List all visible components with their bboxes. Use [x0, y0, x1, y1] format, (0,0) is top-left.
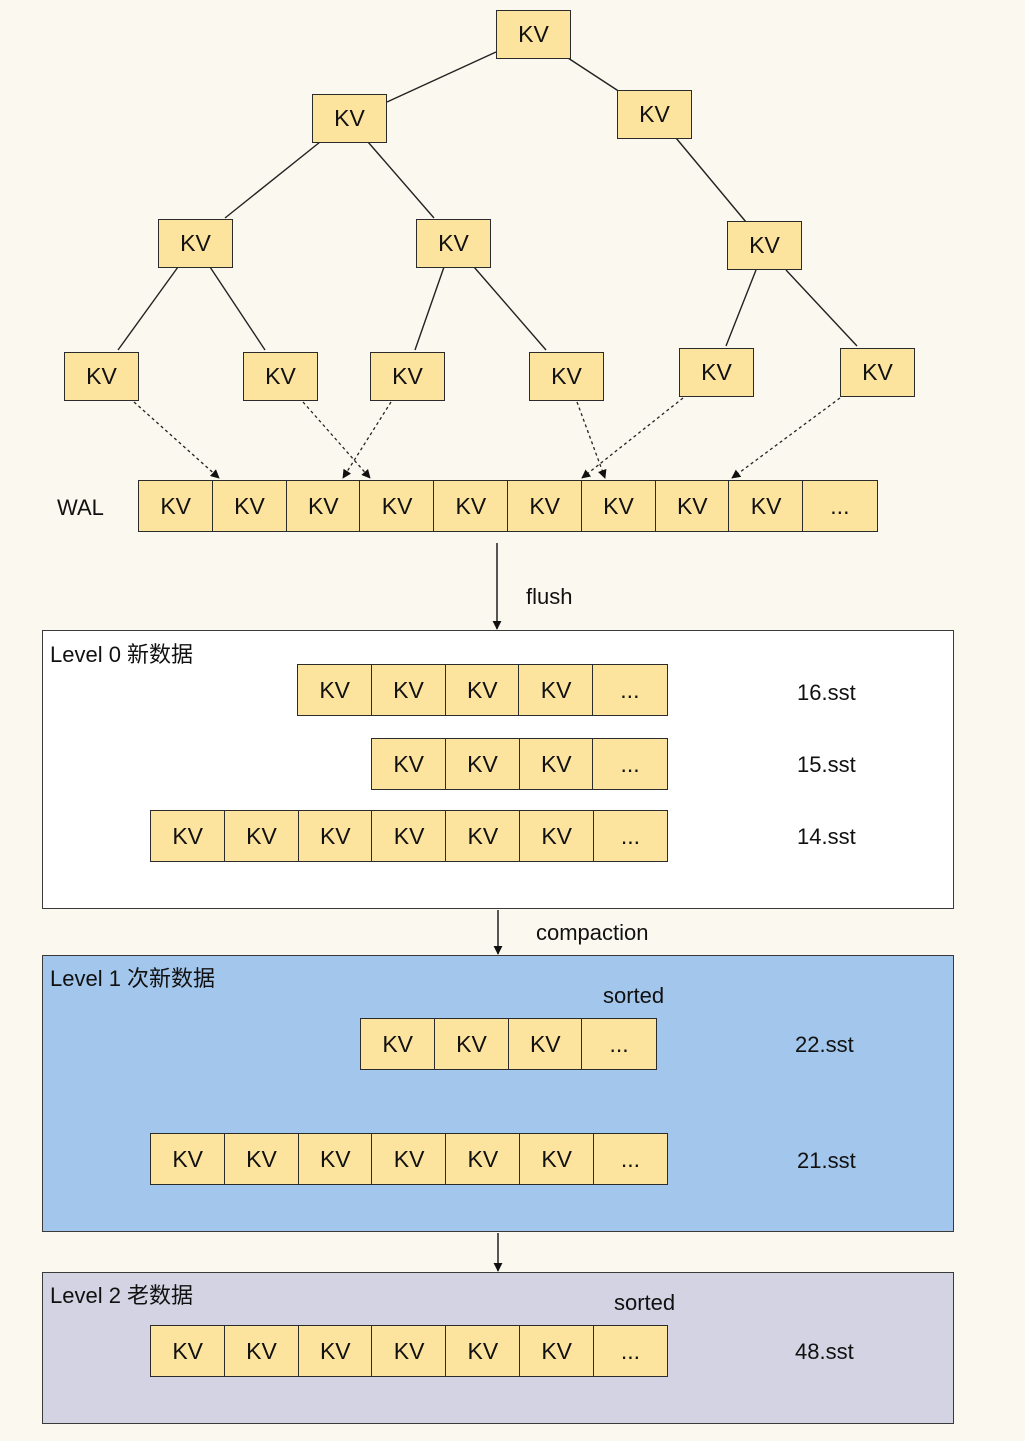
tree-leaf: KV — [529, 352, 604, 401]
sst-file-name: 48.sst — [795, 1339, 854, 1364]
compaction-label: compaction — [536, 920, 649, 945]
sst-cell: ... — [592, 664, 668, 716]
sst-cell: KV — [433, 1018, 510, 1070]
sst-cell: KV — [150, 810, 226, 862]
tree-edge — [209, 266, 266, 351]
wal-cell: KV — [211, 480, 288, 532]
sst-cell: ... — [592, 738, 668, 790]
sst-cell: KV — [360, 1018, 436, 1070]
sst-cell: ... — [581, 1018, 657, 1070]
tree-edge — [473, 266, 547, 351]
sst-cell: KV — [507, 1018, 583, 1070]
level1-panel — [42, 955, 954, 1232]
sst-cell: KV — [223, 1325, 300, 1377]
sst-cell: KV — [297, 664, 373, 716]
level0-title: Level 0 新数据 — [50, 642, 194, 667]
wal-cell: KV — [285, 480, 361, 532]
wal-link-arrow — [581, 397, 684, 479]
tree-edge — [224, 141, 321, 219]
sst-cell: KV — [445, 1325, 521, 1377]
sst-cell: ... — [592, 1325, 669, 1377]
tree-edge — [367, 141, 435, 219]
tree-leaf: KV — [64, 352, 139, 401]
tree-node: KV — [312, 94, 387, 143]
tree-leaf: KV — [370, 352, 445, 401]
sst-cell: KV — [519, 1325, 595, 1377]
tree-edge — [386, 51, 497, 103]
tree-node: KV — [416, 219, 491, 268]
sst-cell: KV — [371, 738, 447, 790]
wal-cell: KV — [433, 480, 509, 532]
sst-cell: KV — [371, 810, 447, 862]
tree-leaf: KV — [243, 352, 318, 401]
sst-cell: KV — [444, 738, 521, 790]
wal-cell: ... — [802, 480, 878, 532]
tree-edge — [414, 266, 445, 351]
sst-file-name: 22.sst — [795, 1032, 854, 1057]
tree-node: KV — [158, 219, 233, 268]
sst-cell: KV — [519, 810, 595, 862]
level1-title: Level 1 次新数据 — [50, 966, 216, 991]
sst-cell: ... — [592, 1133, 669, 1185]
sst-cell: KV — [519, 1133, 595, 1185]
sst-cell: KV — [297, 1133, 373, 1185]
wal-label: WAL — [57, 495, 104, 520]
wal-cell: KV — [507, 480, 583, 532]
sst-cell: KV — [445, 1133, 521, 1185]
sst-file-name: 21.sst — [797, 1148, 856, 1173]
sst-file-name: 16.sst — [797, 680, 856, 705]
tree-node-root: KV — [496, 10, 571, 59]
sst-cell: KV — [445, 810, 521, 862]
sorted-label: sorted — [614, 1290, 676, 1315]
wal-link-arrow — [133, 401, 220, 479]
sst-file-name: 14.sst — [797, 824, 856, 849]
sst-cell: KV — [297, 1325, 373, 1377]
wal-link-arrow — [342, 401, 392, 479]
sst-cell: KV — [297, 810, 373, 862]
sst-cell: KV — [150, 1325, 226, 1377]
sst-cell: KV — [223, 1133, 300, 1185]
sst-cell: KV — [518, 664, 594, 716]
tree-leaf: KV — [840, 348, 915, 397]
tree-edge — [567, 57, 621, 93]
sst-cell: KV — [370, 664, 447, 716]
tree-node: KV — [617, 90, 692, 139]
tree-edge — [725, 269, 757, 347]
sst-cell: KV — [371, 1133, 447, 1185]
wal-link-arrow — [576, 401, 607, 479]
sst-cell: KV — [518, 738, 594, 790]
level2-title: Level 2 老数据 — [50, 1283, 194, 1308]
wal-link-arrow — [302, 401, 371, 479]
tree-leaf: KV — [679, 348, 754, 397]
tree-edge — [785, 269, 858, 347]
tree-edge — [675, 137, 747, 223]
wal-cell: KV — [654, 480, 730, 532]
wal-cell: KV — [359, 480, 435, 532]
wal-link-arrow — [731, 397, 841, 479]
sst-cell: KV — [444, 664, 520, 716]
wal-cell: KV — [580, 480, 657, 532]
wal-cell: KV — [728, 480, 804, 532]
tree-node: KV — [727, 221, 802, 270]
sst-cell: KV — [371, 1325, 447, 1377]
sst-cell: KV — [150, 1133, 226, 1185]
sst-cell: ... — [592, 810, 669, 862]
sorted-label: sorted — [603, 983, 665, 1008]
sst-cell: KV — [223, 810, 300, 862]
wal-cell: KV — [138, 480, 214, 532]
sst-file-name: 15.sst — [797, 752, 856, 777]
tree-edge — [117, 266, 179, 351]
flush-label: flush — [526, 584, 573, 609]
